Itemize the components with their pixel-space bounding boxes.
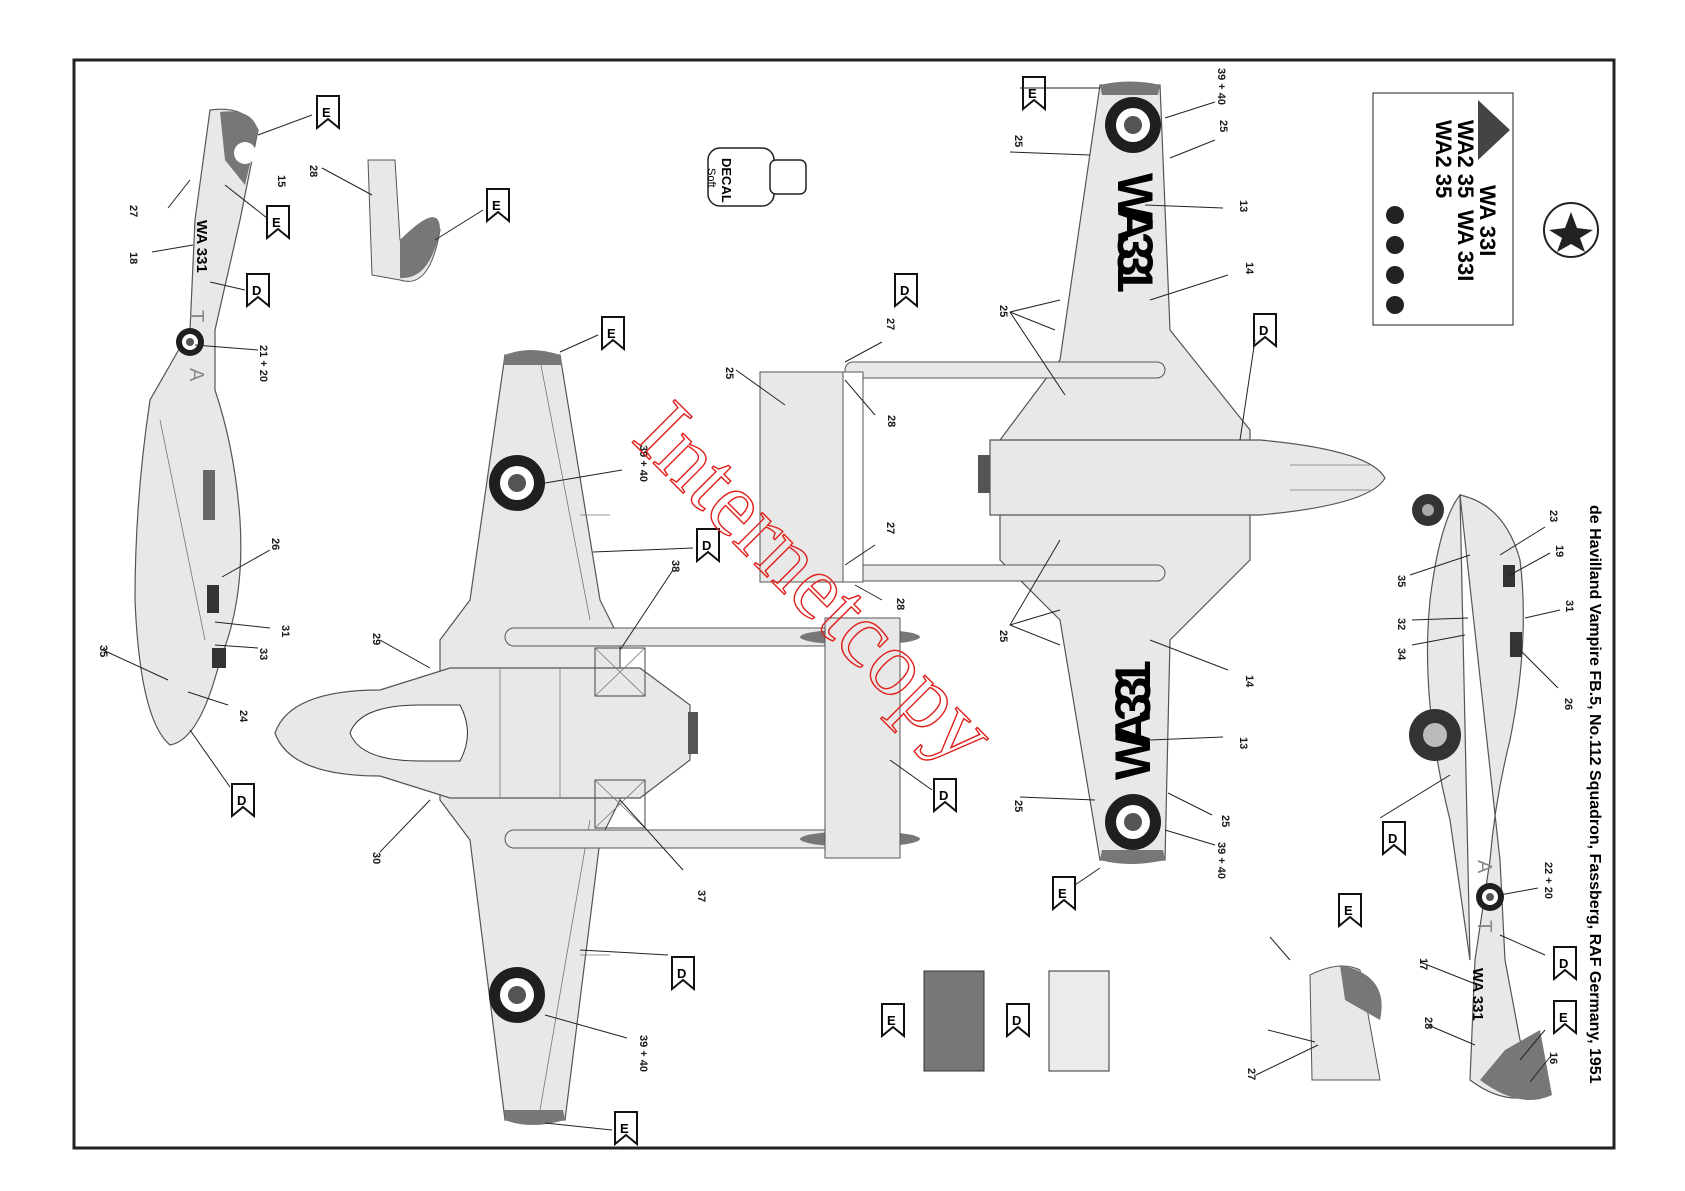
tail-detail-right <box>1309 965 1382 1081</box>
sheet-serial-a: WA2 35 <box>1453 120 1478 198</box>
code-letter-t-right: T <box>1473 920 1495 932</box>
callout-28c: 28 <box>894 598 906 610</box>
callout-34: 34 <box>1395 648 1407 661</box>
callout-38: 38 <box>669 560 681 572</box>
serial-right-profile: WA 331 <box>1469 968 1486 1021</box>
brand-logo <box>1543 202 1599 258</box>
svg-text:E: E <box>1028 86 1037 101</box>
right-profile-aircraft: A T WA 331 <box>1409 493 1552 1100</box>
decal-tin-label: DECAL <box>719 158 734 203</box>
color-swatch-e <box>923 970 985 1072</box>
sheet-serial-d: WA 33I <box>1453 210 1478 281</box>
svg-text:E: E <box>1344 903 1353 918</box>
callout-3940a: 39 + 40 <box>637 445 649 482</box>
top-view-aircraft <box>274 350 920 1125</box>
callout-17: 17 <box>1417 958 1429 970</box>
sheet-title: de Havilland Vampire FB.5, No.112 Squadr… <box>1586 505 1603 1084</box>
callout-28d: 28 <box>1422 1017 1434 1029</box>
serial-left-profile: WA 331 <box>193 220 210 273</box>
callout-28b: 28 <box>885 415 897 427</box>
callout-19: 19 <box>1553 545 1565 557</box>
left-profile-aircraft: T A WA 331 <box>134 108 259 746</box>
callout-16: 16 <box>1547 1052 1559 1064</box>
decal-sheet-preview: WA2 35 WA2 35 WA 33I WA 33I <box>1372 92 1514 326</box>
callout-18: 18 <box>127 252 139 264</box>
code-letter-t-left: T <box>185 310 207 322</box>
callout-31a: 31 <box>279 625 291 637</box>
callout-25e: 25 <box>997 630 1009 642</box>
callout-25b: 25 <box>1012 135 1024 147</box>
callout-14b: 14 <box>1243 675 1255 688</box>
callout-35b: 35 <box>1395 575 1407 587</box>
callout-27d: 27 <box>1245 1068 1257 1080</box>
callout-13b: 13 <box>1237 737 1249 749</box>
svg-text:D: D <box>1559 956 1568 971</box>
svg-text:E: E <box>322 105 331 120</box>
callout-28a: 28 <box>307 165 319 177</box>
callout-25c: 25 <box>1217 120 1229 132</box>
callout-24: 24 <box>237 710 249 723</box>
sheet-serial-b: WA2 35 <box>1431 120 1456 198</box>
callout-15: 15 <box>275 175 287 187</box>
svg-text:D: D <box>252 283 261 298</box>
serial-lower-wing: WA 331 <box>1105 660 1161 780</box>
decal-soft-tin: DECAL Soft <box>705 147 807 207</box>
callout-26b: 26 <box>1562 698 1574 710</box>
tail-detail-left <box>367 159 441 282</box>
decal-tin-sublabel: Soft <box>705 168 717 188</box>
svg-text:D: D <box>1259 323 1268 338</box>
callout-25f: 25 <box>1012 800 1024 812</box>
leader-lines <box>102 87 1561 1131</box>
callout-27c: 27 <box>884 522 896 534</box>
callout-14a: 14 <box>1243 262 1255 275</box>
svg-text:E: E <box>607 326 616 341</box>
svg-text:D: D <box>237 793 246 808</box>
callout-29: 29 <box>370 633 382 645</box>
svg-text:E: E <box>492 198 501 213</box>
code-letter-a-left: A <box>185 368 207 382</box>
svg-text:D: D <box>702 538 711 553</box>
callout-21-20: 21 + 20 <box>257 345 269 382</box>
callout-33: 33 <box>257 648 269 660</box>
callout-35a: 35 <box>97 645 109 657</box>
callout-3940d: 39 + 40 <box>1215 842 1227 879</box>
svg-text:E: E <box>1058 886 1067 901</box>
callout-27b: 27 <box>884 318 896 330</box>
code-letter-a-right: A <box>1473 860 1495 874</box>
callout-31b: 31 <box>1563 600 1575 612</box>
color-flag-markers: E E D E E E D D D D D E D E E D D E D E <box>231 76 1577 1145</box>
callout-23: 23 <box>1547 510 1559 522</box>
callout-25d: 25 <box>997 305 1009 317</box>
callout-3940c: 39 + 40 <box>1215 68 1227 105</box>
svg-text:D: D <box>1012 1013 1021 1028</box>
svg-text:D: D <box>900 283 909 298</box>
callout-32: 32 <box>1395 618 1407 630</box>
callout-25g: 25 <box>1219 815 1231 827</box>
page-frame <box>72 58 1616 1150</box>
callout-27a: 27 <box>127 205 139 217</box>
callout-22-20: 22 + 20 <box>1542 862 1554 899</box>
color-swatch-d <box>1048 970 1110 1072</box>
bottom-view-aircraft: WA 331 WA 331 <box>759 81 1386 864</box>
svg-text:D: D <box>677 966 686 981</box>
callout-26a: 26 <box>269 538 281 550</box>
svg-text:E: E <box>1559 1010 1568 1025</box>
callout-25a: 25 <box>723 367 735 379</box>
sheet-serial-c: WA 33I <box>1475 185 1500 256</box>
callout-3940b: 39 + 40 <box>637 1035 649 1072</box>
svg-text:D: D <box>939 788 948 803</box>
callout-numbers: 15 27 18 21 + 20 26 31 33 35 24 28 39 + … <box>97 68 1575 1080</box>
serial-upper-wing: WA 331 <box>1107 173 1163 293</box>
svg-text:E: E <box>887 1013 896 1028</box>
callout-13a: 13 <box>1237 200 1249 212</box>
svg-text:E: E <box>272 215 281 230</box>
callout-37: 37 <box>695 890 707 902</box>
svg-text:E: E <box>620 1121 629 1136</box>
callout-30: 30 <box>370 852 382 864</box>
svg-text:D: D <box>1388 831 1397 846</box>
